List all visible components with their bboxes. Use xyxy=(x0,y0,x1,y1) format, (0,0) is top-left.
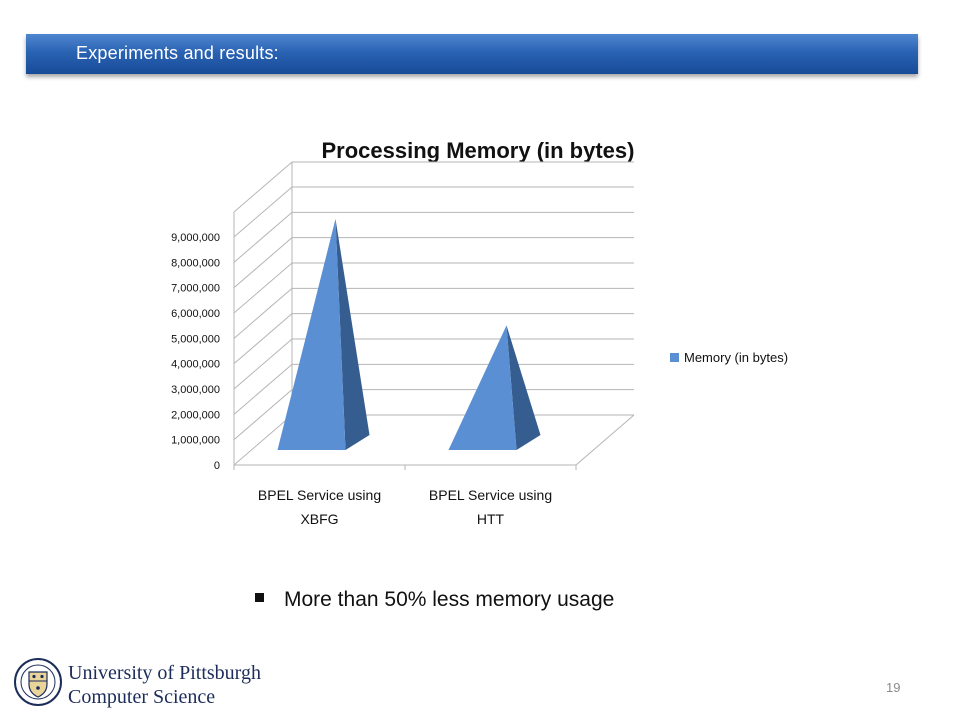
gridline-side xyxy=(233,389,293,441)
gridline-side xyxy=(233,287,293,339)
y-tick-label: 4,000,000 xyxy=(171,359,220,371)
legend-label: Memory (in bytes) xyxy=(684,350,788,365)
y-tick-label: 3,000,000 xyxy=(171,384,220,396)
bullet-square-icon xyxy=(255,592,264,602)
pyramid-side xyxy=(506,325,541,450)
gridline-side xyxy=(233,338,293,390)
gridline-side xyxy=(233,313,293,365)
department-name: Computer Science xyxy=(68,686,216,708)
x-category-label: BPEL Service using xyxy=(258,487,381,503)
floor-right-edge xyxy=(575,414,635,466)
pyramid-side xyxy=(335,219,370,450)
university-seal-icon xyxy=(14,658,62,706)
gridline-side xyxy=(233,363,293,415)
x-category-label: XBFG xyxy=(300,511,338,527)
y-tick-label: 2,000,000 xyxy=(171,409,220,421)
pyramid-front xyxy=(448,325,517,450)
y-tick-label: 5,000,000 xyxy=(171,333,220,345)
page-number: 19 xyxy=(886,680,901,695)
gridline-side xyxy=(233,186,293,238)
memory-chart: Processing Memory (in bytes) 0 1,000,000 2,… xyxy=(171,138,788,527)
y-tick-label: 0 xyxy=(214,460,220,472)
y-tick-label: 6,000,000 xyxy=(171,308,220,320)
chart-title: Processing Memory (in bytes) xyxy=(322,138,635,163)
bullet-item: More than 50% less memory usage xyxy=(255,588,614,612)
x-category-label: BPEL Service using xyxy=(429,487,552,503)
y-tick-label: 1,000,000 xyxy=(171,435,220,447)
y-tick-label: 7,000,000 xyxy=(171,283,220,295)
y-tick-label: 8,000,000 xyxy=(171,257,220,269)
gridline-side xyxy=(233,262,293,314)
y-tick-label: 9,000,000 xyxy=(171,232,220,244)
gridline-side xyxy=(233,237,293,289)
slide-title: Experiments and results: xyxy=(76,43,279,63)
bullet-text: More than 50% less memory usage xyxy=(284,588,615,611)
wall-top-side xyxy=(233,161,293,213)
university-name: University of Pittsburgh xyxy=(68,662,261,684)
pyramid-front xyxy=(277,219,346,450)
slide-title-bar: Experiments and results: xyxy=(26,34,918,74)
x-category-label: HTT xyxy=(477,511,505,527)
gridline-side xyxy=(233,211,293,263)
legend-swatch xyxy=(670,353,679,362)
gridline-side xyxy=(233,414,293,466)
